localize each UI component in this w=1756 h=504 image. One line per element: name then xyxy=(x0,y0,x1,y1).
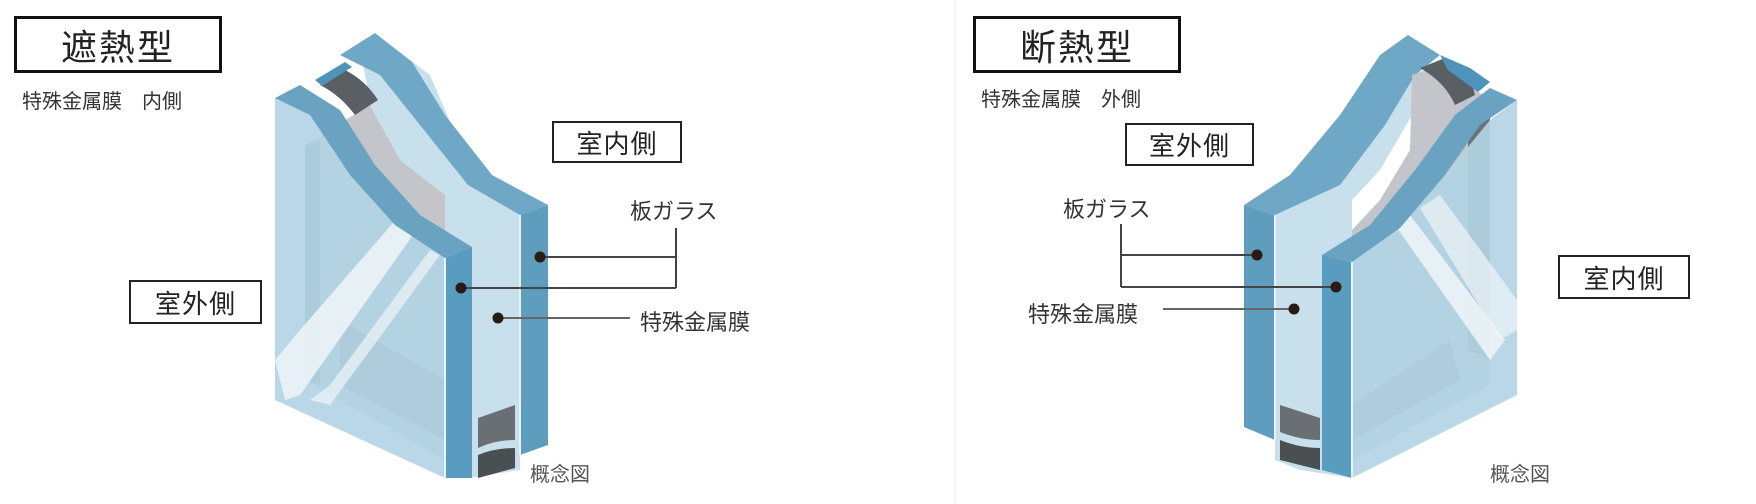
film-pointer-dot xyxy=(1288,303,1300,315)
concept-diagram-caption: 概念図 xyxy=(530,462,590,486)
insulation-glass-illustration xyxy=(1120,35,1517,478)
film-pointer-dot xyxy=(492,312,504,324)
glass-pointer-dot xyxy=(455,282,467,294)
outdoor-side-label: 室外側 xyxy=(1125,123,1254,166)
insulation-panel: 断熱型 特殊金属膜 外側 室外側 室内側 板ガラス 特殊金属膜 概念図 xyxy=(956,0,1756,504)
metal-film-label: 特殊金属膜 xyxy=(640,311,751,336)
panel-divider xyxy=(955,0,956,504)
insulation-subtitle: 特殊金属膜 外側 xyxy=(981,87,1141,111)
glass-pointer-dot xyxy=(534,251,546,263)
metal-film-label: 特殊金属膜 xyxy=(1028,303,1139,328)
concept-diagram-caption: 概念図 xyxy=(1490,462,1550,486)
heat-shield-glass-illustration xyxy=(275,33,677,478)
insulation-title: 断熱型 xyxy=(973,16,1181,73)
glass-pane-label: 板ガラス xyxy=(630,200,718,225)
glass-pane-label: 板ガラス xyxy=(1063,198,1151,223)
outdoor-side-label: 室外側 xyxy=(129,280,262,324)
indoor-side-label: 室内側 xyxy=(552,121,682,163)
heat-shield-panel: 遮熱型 特殊金属膜 内側 室外側 室内側 板ガラス 特殊金属膜 概念図 xyxy=(14,16,751,486)
glass-pointer-dot xyxy=(1251,249,1263,261)
heat-shield-subtitle: 特殊金属膜 内側 xyxy=(22,89,182,113)
heat-shield-title: 遮熱型 xyxy=(14,16,222,73)
glass-pointer-dot xyxy=(1330,281,1342,293)
indoor-side-label: 室内側 xyxy=(1558,255,1690,299)
